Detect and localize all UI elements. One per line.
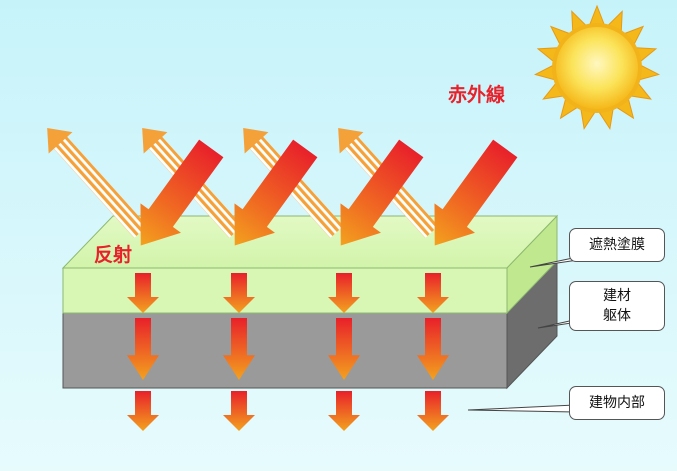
heat-down-arrow-icon xyxy=(127,391,159,431)
sun-icon xyxy=(533,4,661,130)
building-body-callout-line2: 躯体 xyxy=(603,308,631,324)
infrared-label: 赤外線 xyxy=(448,84,506,106)
building-body-callout: 建材 躯体 xyxy=(569,281,665,331)
coating-callout: 遮熱塗膜 xyxy=(569,228,665,262)
building-body-callout-line1: 建材 xyxy=(603,287,631,304)
heat-down-arrow-icon xyxy=(417,391,449,431)
building-interior-callout: 建物内部 xyxy=(569,386,665,420)
heat-down-arrow-icon xyxy=(328,391,360,431)
reflected-arrow-icon xyxy=(35,117,153,243)
building-interior-callout-text: 建物内部 xyxy=(589,394,645,411)
heat-down-arrow-icon xyxy=(223,391,255,431)
reflection-label: 反射 xyxy=(94,244,133,266)
coating-callout-text: 遮熱塗膜 xyxy=(589,236,645,253)
